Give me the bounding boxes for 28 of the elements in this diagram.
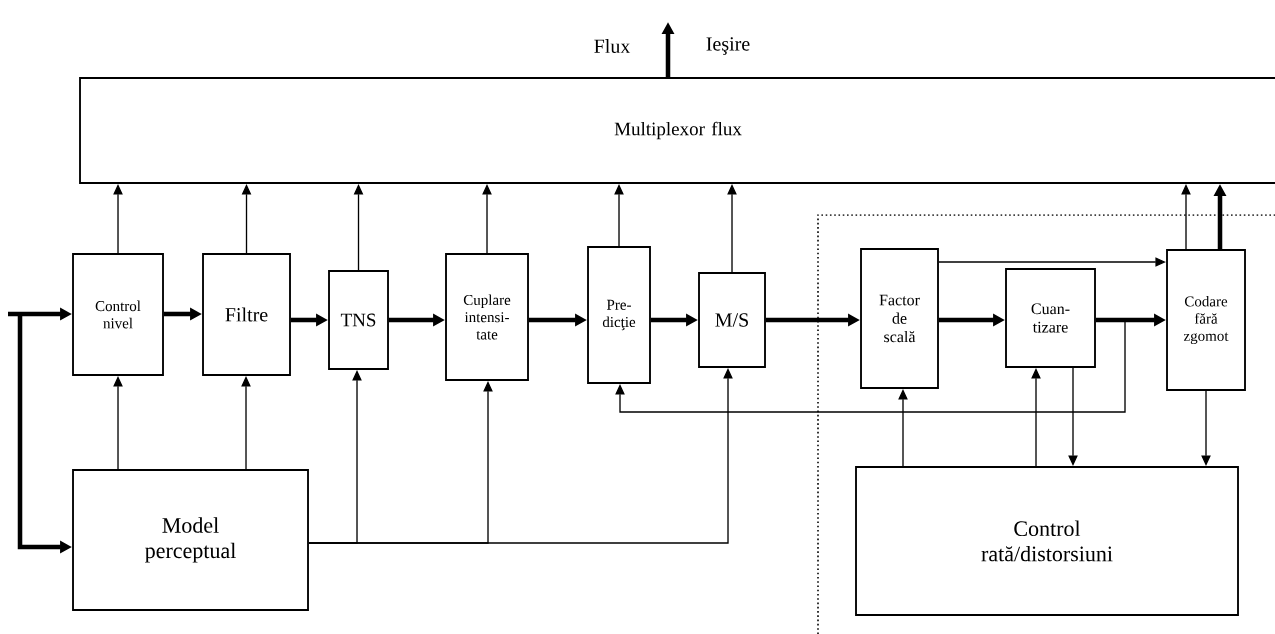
process-box: Cuplare intensi- tate — [445, 253, 529, 381]
process-box: Control rată/distorsiuni — [855, 466, 1239, 616]
arrow — [938, 257, 1166, 267]
process-box: Control nivel — [72, 253, 164, 376]
arrow — [615, 319, 1126, 413]
process-box: Multiplexor flux — [79, 77, 1275, 184]
arrow — [727, 184, 737, 273]
arrow — [241, 376, 251, 470]
output-label: Ieşire — [706, 37, 750, 55]
output-label: Flux — [594, 38, 631, 53]
process-box: Filtre — [202, 253, 291, 376]
process-box: Factor de scală — [860, 248, 939, 389]
process-box: M/S — [698, 272, 766, 368]
arrow — [1068, 367, 1078, 466]
process-box: Pre- dicţie — [587, 246, 651, 384]
arrow — [1031, 368, 1041, 467]
process-box: Cuan- tizare — [1005, 268, 1096, 368]
arrow — [308, 368, 733, 544]
arrow — [1201, 390, 1211, 466]
process-box: Codare fără zgomot — [1166, 249, 1246, 391]
arrow — [614, 184, 624, 247]
arrow — [113, 184, 123, 254]
arrow — [113, 376, 123, 470]
process-box: TNS — [328, 270, 389, 370]
arrow — [1181, 184, 1191, 250]
arrow — [482, 184, 492, 254]
arrow — [898, 389, 908, 467]
process-box: Model perceptual — [72, 469, 309, 611]
